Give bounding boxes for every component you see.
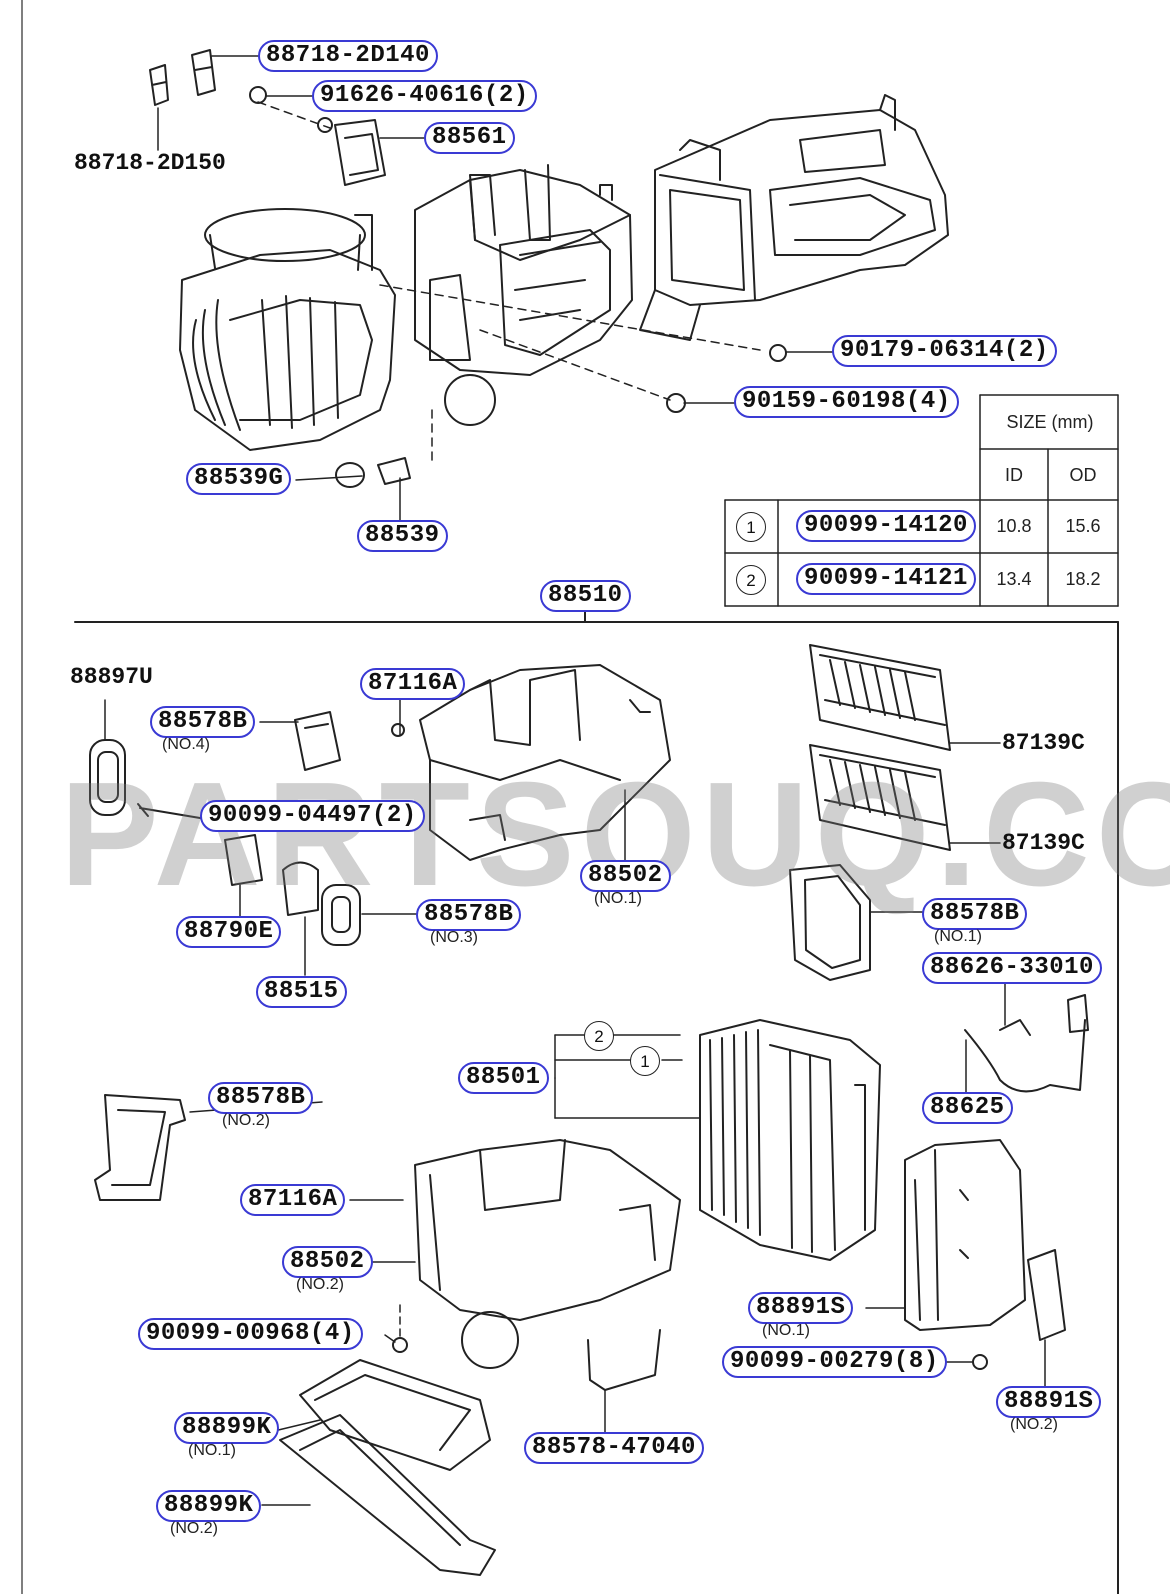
callout-88625[interactable]: 88625 bbox=[922, 1092, 1013, 1124]
callout-88578b-no3[interactable]: 88578B bbox=[416, 899, 522, 931]
callout-91626-40616[interactable]: 91626-40616(2) bbox=[312, 80, 537, 112]
blower-housing-drawing bbox=[179, 208, 396, 451]
sub-88899k-no2: (NO.2) bbox=[170, 1520, 218, 1537]
callout-88502-no2[interactable]: 88502 bbox=[282, 1246, 373, 1278]
callout-88578-47040[interactable]: 88578-47040 bbox=[524, 1432, 704, 1464]
callout-88539[interactable]: 88539 bbox=[357, 520, 448, 552]
filter-drawing bbox=[809, 644, 1001, 851]
callout-90099-04497[interactable]: 90099-04497(2) bbox=[200, 800, 425, 832]
actuator-no2-drawing bbox=[1027, 1249, 1066, 1393]
callout-88891s-no1[interactable]: 88891S bbox=[748, 1292, 854, 1324]
sub-88891s-no1: (NO.1) bbox=[762, 1322, 810, 1339]
sub-88578b-no1: (NO.1) bbox=[934, 928, 982, 945]
callout-88578b-no4[interactable]: 88578B bbox=[150, 706, 256, 738]
label-87139c-lower: 87139C bbox=[1002, 830, 1085, 856]
callout-88790e[interactable]: 88790E bbox=[176, 916, 282, 948]
callout-88626-33010[interactable]: 88626-33010 bbox=[922, 952, 1102, 984]
seal-no2-drawing bbox=[94, 1094, 186, 1201]
sub-88899k-no1: (NO.1) bbox=[188, 1442, 236, 1459]
callout-87116a-lower[interactable]: 87116A bbox=[240, 1184, 346, 1216]
size-table-od-1: 15.6 bbox=[1065, 516, 1101, 536]
callout-88515[interactable]: 88515 bbox=[256, 976, 347, 1008]
actuator-no1-drawing bbox=[865, 1139, 1026, 1331]
lower-cover-drawing bbox=[261, 1359, 496, 1576]
sensor-wire-drawing bbox=[964, 979, 1089, 1093]
size-table-frame bbox=[724, 394, 1119, 607]
sub-88578b-no3: (NO.3) bbox=[430, 929, 478, 946]
sub-88891s-no2: (NO.2) bbox=[1010, 1416, 1058, 1433]
callout-87116a-upper[interactable]: 87116A bbox=[360, 668, 466, 700]
callout-88718-2d140[interactable]: 88718-2D140 bbox=[258, 40, 438, 72]
ring-marker-2: 2 bbox=[584, 1021, 614, 1051]
size-table-marker-2: 2 bbox=[736, 565, 766, 595]
callout-88510[interactable]: 88510 bbox=[540, 580, 631, 612]
size-table-col-od: OD bbox=[1069, 465, 1097, 485]
callout-90179-06314[interactable]: 90179-06314(2) bbox=[832, 335, 1057, 367]
drain-drawing bbox=[587, 1329, 661, 1391]
callout-88891s-no2[interactable]: 88891S bbox=[996, 1386, 1102, 1418]
callout-88561[interactable]: 88561 bbox=[424, 122, 515, 154]
upper-case-drawing bbox=[391, 664, 671, 861]
top-small-parts-drawing bbox=[149, 49, 386, 186]
callout-90159-60198[interactable]: 90159-60198(4) bbox=[734, 386, 959, 418]
sub-88502-no1: (NO.1) bbox=[594, 890, 642, 907]
size-table-part-90099-14121[interactable]: 90099-14121 bbox=[796, 563, 976, 595]
label-88718-2d150: 88718-2D150 bbox=[74, 150, 226, 176]
evaporator-drawing bbox=[699, 1019, 881, 1261]
ring-marker-1: 1 bbox=[630, 1046, 660, 1076]
size-table-id-1: 10.8 bbox=[996, 516, 1032, 536]
callout-90099-00279[interactable]: 90099-00279(8) bbox=[722, 1346, 947, 1378]
evaporator-leader-lines bbox=[554, 1034, 701, 1119]
callout-88501[interactable]: 88501 bbox=[458, 1062, 549, 1094]
center-case-drawing bbox=[414, 164, 633, 426]
callout-88578b-no1[interactable]: 88578B bbox=[922, 898, 1028, 930]
callout-90099-00968[interactable]: 90099-00968(4) bbox=[138, 1318, 363, 1350]
sub-88578b-no4: (NO.4) bbox=[162, 736, 210, 753]
left-small-parts-drawing bbox=[89, 711, 361, 946]
size-table-header: SIZE (mm) bbox=[1006, 412, 1094, 432]
size-table-col-id: ID bbox=[1005, 465, 1023, 485]
callout-88539g[interactable]: 88539G bbox=[186, 463, 292, 495]
top-leader-lines bbox=[157, 55, 836, 525]
size-table-od-2: 18.2 bbox=[1065, 569, 1101, 589]
callout-88578b-no2[interactable]: 88578B bbox=[208, 1082, 314, 1114]
callout-88899k-no1[interactable]: 88899K bbox=[174, 1412, 280, 1444]
sub-88502-no2: (NO.2) bbox=[296, 1276, 344, 1293]
seal-no1-drawing bbox=[789, 864, 871, 981]
size-table-part-90099-14120[interactable]: 90099-14120 bbox=[796, 510, 976, 542]
callout-88899k-no2[interactable]: 88899K bbox=[156, 1490, 262, 1522]
sub-88578b-no2: (NO.2) bbox=[222, 1112, 270, 1129]
callout-88502-no1[interactable]: 88502 bbox=[580, 860, 671, 892]
lower-case-drawing bbox=[349, 1139, 681, 1369]
label-87139c-upper: 87139C bbox=[1002, 730, 1085, 756]
size-table-marker-1: 1 bbox=[736, 512, 766, 542]
lower-leader-lines bbox=[104, 697, 923, 1343]
label-88897u: 88897U bbox=[70, 664, 153, 690]
size-table-id-2: 13.4 bbox=[996, 569, 1032, 589]
heater-case-drawing bbox=[639, 94, 949, 341]
